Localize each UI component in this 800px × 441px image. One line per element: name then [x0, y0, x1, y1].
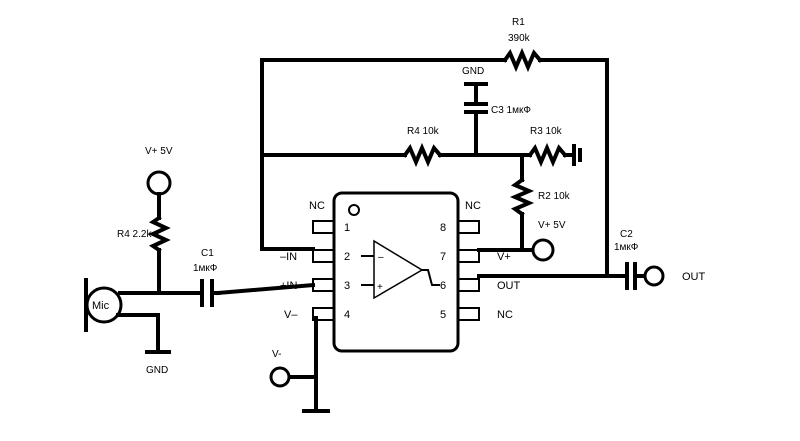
- pin-box-1: [312, 220, 335, 234]
- pin-name-7: V+: [497, 251, 511, 263]
- pin-name-8: NC: [465, 200, 481, 212]
- mic-label: Mic: [92, 300, 110, 312]
- gnd-top-label: GND: [462, 66, 484, 77]
- r3-label: R3 10k: [530, 126, 563, 137]
- pin-wiring: [215, 247, 628, 413]
- c2-name-label: C2: [620, 229, 633, 240]
- vplus-left-label: V+ 5V: [145, 146, 173, 157]
- vplus-right-terminal: [531, 238, 555, 262]
- vminus-label: V-: [272, 349, 281, 360]
- c2-value-label: 1мкФ: [614, 242, 639, 253]
- op-amp-chip: 1 2 3 4 8 7 6 5 NC –IN +IN V– NC V+ OUT …: [280, 191, 521, 353]
- r2-resistor: [509, 177, 535, 217]
- opamp-minus-sign: –: [378, 252, 384, 263]
- pin-box-4: [312, 307, 335, 321]
- c1-name-label: C1: [201, 248, 214, 259]
- opamp-plus-sign: +: [377, 282, 383, 293]
- vminus-terminal: [269, 366, 291, 388]
- pin-box-3: [312, 278, 335, 292]
- pin1-marker: [348, 204, 360, 216]
- r4-top-resistor: [402, 142, 443, 168]
- pin-box-7: [457, 249, 480, 263]
- out-label: OUT: [682, 271, 706, 283]
- vplus-right-label: V+ 5V: [538, 220, 566, 231]
- chip-body: [332, 191, 460, 353]
- pin-name-4: V–: [284, 309, 298, 321]
- out-terminal: [643, 265, 665, 287]
- r2-label: R2 10k: [538, 191, 571, 202]
- pin-num-3: 3: [344, 280, 350, 292]
- feedback-network: [260, 47, 609, 277]
- r1-name-label: R1: [512, 17, 525, 28]
- pin-name-6: OUT: [497, 280, 521, 292]
- pin-name-5: NC: [497, 309, 513, 321]
- pin-num-6: 6: [440, 280, 446, 292]
- pin-box-8: [457, 220, 480, 234]
- r4-top-label: R4 10k: [407, 126, 440, 137]
- mic-icon: [85, 286, 123, 324]
- r4-left-resistor: [148, 215, 171, 253]
- pin-box-6: [457, 278, 480, 292]
- opamp-triangle: [373, 239, 424, 300]
- component-labels: R1 390k GND C3 1мкФ R4 10k R3 10k R2 10k…: [92, 17, 706, 376]
- pin-box-2: [312, 249, 335, 263]
- pin-num-4: 4: [344, 309, 350, 321]
- output-section: [625, 262, 665, 290]
- c1-value-label: 1мкФ: [193, 263, 218, 274]
- pin-num-8: 8: [440, 222, 446, 234]
- gnd-bottom-label: GND: [146, 365, 168, 376]
- r1-value-label: 390k: [508, 33, 531, 44]
- r3-resistor: [527, 142, 568, 168]
- r1-resistor: [502, 47, 543, 73]
- pin-box-5: [457, 307, 480, 321]
- pin-num-5: 5: [440, 309, 446, 321]
- pin-num-2: 2: [344, 251, 350, 263]
- r4-left-label: R4 2.2k: [117, 229, 152, 240]
- pin-name-1: NC: [309, 200, 325, 212]
- pin-num-7: 7: [440, 251, 446, 263]
- pin-num-1: 1: [344, 222, 350, 234]
- vplus-left-terminal: [146, 170, 172, 196]
- c3-label: C3 1мкФ: [491, 105, 531, 116]
- mic-input-section: [84, 170, 291, 388]
- pin-name-2: –IN: [280, 251, 297, 263]
